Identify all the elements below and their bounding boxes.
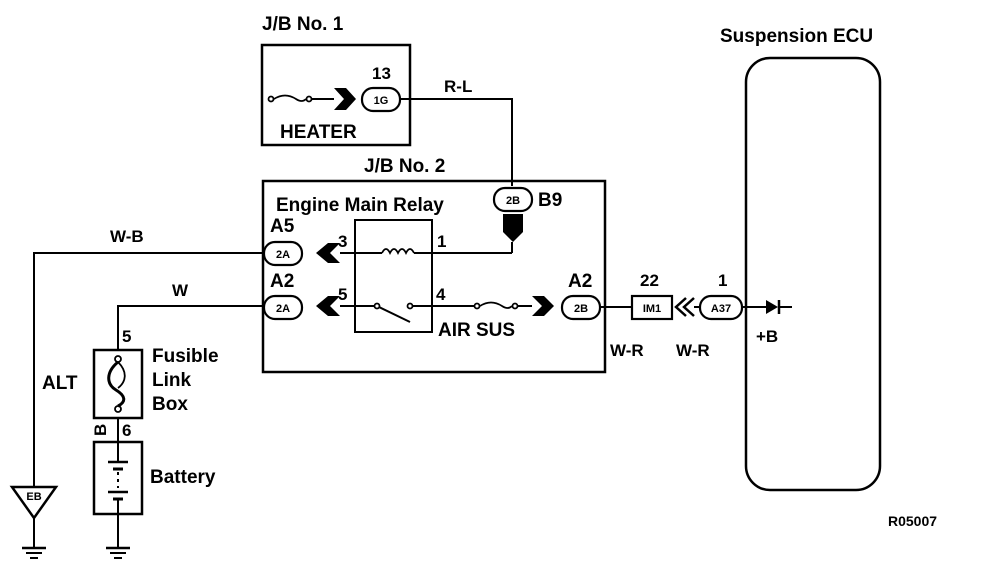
relay-pin-1: 1 [437, 232, 446, 251]
wire-label-wr-left: W-R [610, 341, 644, 360]
fusible-title-line2: Link [152, 370, 191, 391]
jb1-box [260, 43, 412, 147]
fusible-end-bottom [114, 405, 122, 413]
airsus-fuse-end-left [473, 302, 481, 310]
jb1-pin-13: 13 [372, 64, 391, 83]
fusible-link-inner-icon [117, 361, 126, 389]
wire-w [117, 305, 264, 350]
heater-fuse-label: HEATER [280, 122, 357, 143]
ecu-title: Suspension ECU [720, 26, 873, 47]
figure-code: R05007 [888, 513, 937, 529]
connector-a2-right-label: A2 [568, 271, 592, 292]
relay-pin-4: 4 [436, 285, 446, 304]
switch-contact-left [373, 302, 381, 310]
fusible-link-frame [92, 348, 144, 420]
relay-pin-3: 3 [338, 232, 347, 251]
eb-ground-triangle-icon [9, 485, 59, 521]
connector-a5-code: 2A [276, 249, 290, 261]
air-sus-fuse-label: AIR SUS [438, 320, 515, 341]
junction-block-2: J/B No. 2 Engine Main Relay 2B B9 3 1 5 … [261, 156, 607, 374]
ecu-terminal-plus-b: +B [756, 327, 778, 346]
fusible-title-line3: Box [152, 394, 188, 415]
jb1-connector-chevron-icon [334, 88, 356, 110]
a5-chevron-icon [316, 243, 340, 263]
battery: Battery [92, 440, 216, 548]
a2-left-chevron-icon [316, 296, 340, 316]
suspension-ecu: Suspension ECU +B [720, 26, 882, 492]
airsus-fuse-end-right [511, 302, 519, 310]
wire-label-wb: W-B [110, 227, 144, 246]
heater-fuse-icon [273, 94, 307, 102]
connector-b9-label: B9 [538, 190, 562, 211]
jb1-fuse-end-left [267, 95, 275, 103]
fusible-link-box: 5 ALT Fusible Link Box 6 B [42, 327, 219, 442]
a2-right-chevron-icon [532, 296, 554, 316]
fusible-title-line1: Fusible [152, 346, 219, 367]
wire-wb [33, 252, 264, 487]
relay-coil-icon [381, 248, 415, 256]
relay-switch-icon [378, 306, 411, 323]
connector-a2-left-code: 2A [276, 303, 290, 315]
eb-ground-label: EB [26, 491, 41, 503]
jb1-fuse-end-right [305, 95, 313, 103]
fusible-pin-6: 6 [122, 421, 131, 440]
fusible-pin-5: 5 [122, 327, 131, 346]
diode-icon [766, 300, 778, 314]
alt-fuse-label: ALT [42, 373, 78, 394]
fusible-end-top [114, 355, 122, 363]
wire-label-wr-right: W-R [676, 341, 710, 360]
connector-a5-label: A5 [270, 216, 295, 237]
connector-a2-left [262, 294, 304, 321]
relay-pin-5: 5 [338, 285, 347, 304]
eb-ground-point: EB [9, 485, 59, 559]
air-sus-fuse-icon [479, 301, 513, 309]
switch-contact-right [406, 302, 414, 310]
jb1-title: J/B No. 1 [262, 14, 344, 35]
wire-label-b: B [91, 424, 110, 436]
battery-ground-icon [106, 546, 130, 559]
connector-im1 [630, 294, 674, 321]
wire-rl [400, 98, 513, 186]
jb1-connector-label: 1G [374, 95, 389, 107]
connector-im1-group: 22 IM1 [630, 271, 695, 321]
connector-a37-code: A37 [711, 303, 731, 315]
engine-main-relay-label: Engine Main Relay [276, 195, 444, 216]
connector-b9 [492, 186, 534, 213]
jb2-box [261, 179, 607, 374]
connector-a37-group: 1 A37 [698, 271, 744, 321]
connector-a37-pin: 1 [718, 271, 727, 290]
relay-body [354, 219, 433, 333]
connector-im1-code: IM1 [643, 303, 661, 315]
b9-down-chevron-icon [503, 214, 523, 242]
wire-label-w: W [172, 281, 189, 300]
junction-block-1: J/B No. 1 1G 13 HEATER [260, 14, 412, 147]
connector-b9-code: 2B [506, 195, 520, 207]
wire-label-rl: R-L [444, 77, 472, 96]
im1-chevron-icon [674, 297, 695, 317]
battery-label: Battery [150, 467, 216, 488]
ecu-body [744, 56, 882, 492]
jb2-title: J/B No. 2 [364, 156, 445, 177]
connector-a2-right-code: 2B [574, 303, 588, 315]
connector-a2-left-label: A2 [270, 271, 294, 292]
connector-im1-pin: 22 [640, 271, 659, 290]
fusible-link-icon [107, 360, 126, 408]
